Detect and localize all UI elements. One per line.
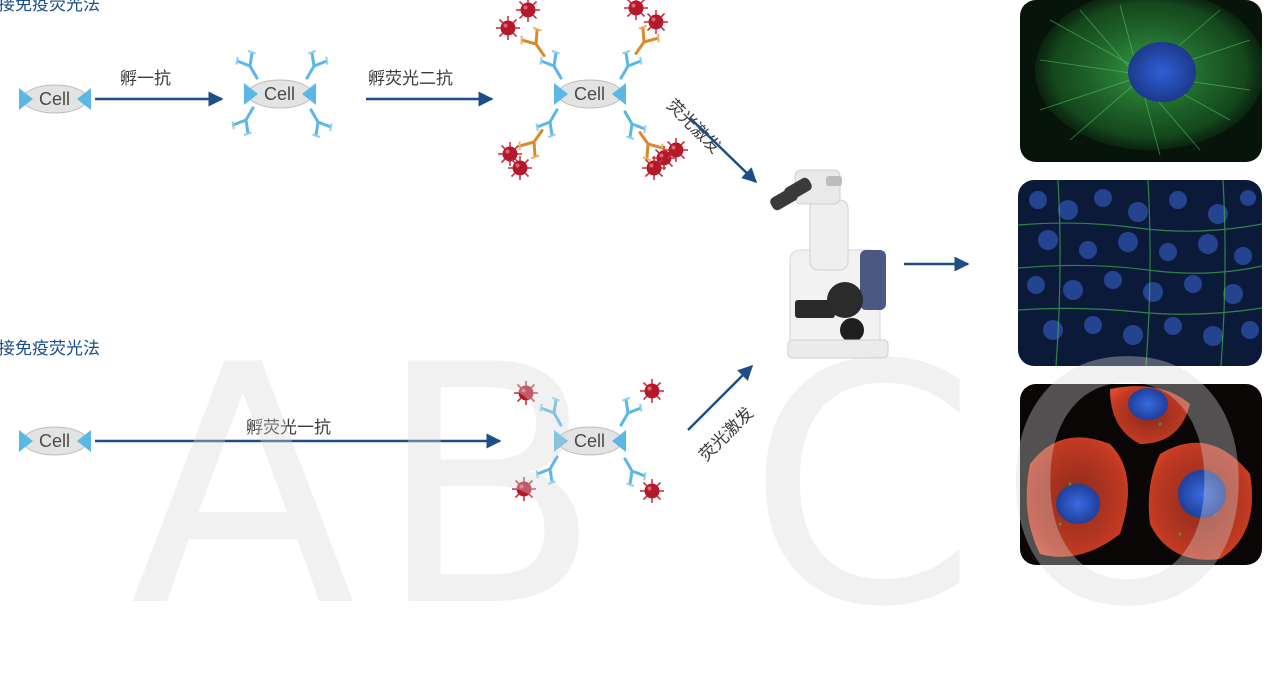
fluorophore-icon — [643, 9, 669, 35]
cell-with-labeled-primary-antibodies: Cell — [511, 378, 665, 504]
indirect-method-title: 接免疫荧光法 — [0, 0, 100, 15]
cell-with-secondary-antibodies: Cell — [495, 0, 689, 181]
antibody-icon — [531, 449, 569, 489]
cell-label: Cell — [39, 89, 70, 109]
step-label-fluorescent-secondary: 孵荧光二抗 — [368, 69, 453, 89]
fluorophore-icon — [639, 478, 665, 504]
arrow-excitation-upper — [689, 117, 758, 184]
workflow-diagram: Cell Cell Cell Cell — [18, 0, 970, 504]
microscope-icon — [770, 169, 889, 359]
direct-method-title: 接免疫荧光法 — [0, 339, 100, 359]
antibody-icon — [299, 102, 337, 142]
step-label-fluorescent-primary: 孵荧光一抗 — [246, 418, 331, 438]
cell-icon: Cell — [18, 84, 92, 114]
cell-label: Cell — [39, 431, 70, 451]
antibody-icon — [231, 46, 269, 86]
antibody-icon — [227, 100, 265, 140]
fluorophore-icon — [513, 380, 539, 406]
fluorophore-icon — [507, 155, 533, 181]
antibody-icon — [535, 393, 573, 433]
cell-label: Cell — [574, 431, 605, 451]
antibody-icon — [295, 46, 333, 86]
fluorophore-icon — [515, 0, 541, 23]
cell-label: Cell — [574, 84, 605, 104]
fluorophore-icon — [639, 378, 665, 404]
result-image-cytoskeleton — [1020, 0, 1262, 162]
antibody-icon — [516, 23, 556, 64]
step-label-primary-antibody: 孵一抗 — [120, 69, 171, 89]
fluorophore-icon — [641, 155, 667, 181]
cell-icon: Cell — [18, 426, 92, 456]
cell-with-primary-antibodies: Cell — [227, 46, 337, 142]
fluorophore-icon — [511, 476, 537, 502]
fluorophore-icon — [663, 137, 689, 163]
antibody-icon — [609, 393, 647, 433]
antibody-icon — [514, 122, 554, 163]
result-image-cells-red — [1020, 384, 1262, 565]
cell-label: Cell — [264, 84, 295, 104]
arrow-excitation-lower — [687, 364, 754, 431]
fluorophore-icon — [623, 0, 649, 21]
result-image-tissue — [1018, 180, 1262, 366]
antibody-icon — [609, 46, 647, 86]
fluorophore-icon — [495, 15, 521, 41]
